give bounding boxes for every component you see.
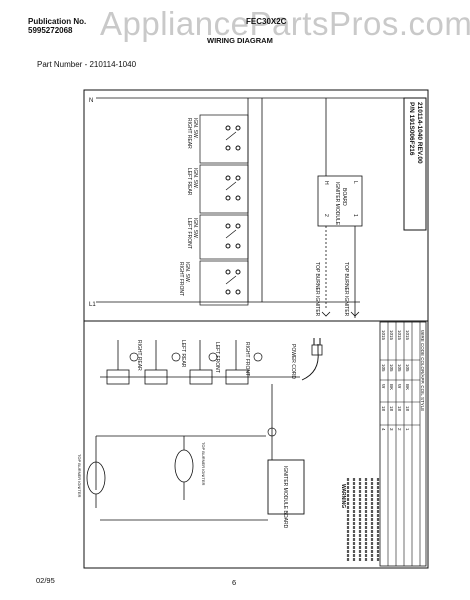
top-burner-igniter-2: TOP BURNER IGNITER <box>343 262 349 317</box>
svg-text:H: H <box>323 181 329 185</box>
sw3-label1: LEFT FRONT <box>186 218 192 249</box>
svg-text:P/N 191S006F216: P/N 191S006F216 <box>408 102 415 156</box>
part-number-box <box>403 97 427 231</box>
svg-text:1015: 1015 <box>405 330 410 341</box>
svg-text:1015: 1015 <box>381 330 386 341</box>
svg-text:18: 18 <box>381 406 386 412</box>
svg-text:105: 105 <box>397 364 402 372</box>
watermark-text: AppliancePartsPros.com <box>100 5 470 42</box>
svg-text:3: 3 <box>389 428 394 431</box>
svg-text:2: 2 <box>323 214 329 217</box>
wire-code-table: WIRE CODE COLOR/APP. COIL STYLE 1015 105… <box>379 321 427 567</box>
svg-text:1: 1 <box>405 428 410 431</box>
svg-text:LEFT REAR: LEFT REAR <box>180 340 186 368</box>
sw4-label2: IGN. SW. <box>184 262 190 283</box>
sw1-label2: IGN. SW. <box>192 118 198 139</box>
svg-text:1: 1 <box>352 214 358 217</box>
sw4-label1: RIGHT FRONT <box>178 262 184 296</box>
ignition-switch-right-front: RIGHT FRONT IGN. SW. <box>178 260 249 306</box>
svg-text:POWER CORD: POWER CORD <box>290 344 296 379</box>
svg-text:18: 18 <box>405 406 410 412</box>
ignition-switch-right-rear: RIGHT REAR IGN. SW. <box>186 114 249 164</box>
top-burner-igniter-1: TOP BURNER IGNITER <box>314 262 320 317</box>
model-number: FEC30X2C <box>246 17 287 26</box>
module-label2: BOARD <box>341 188 347 206</box>
svg-text:W: W <box>397 384 402 389</box>
svg-text:18: 18 <box>397 406 402 412</box>
line-label-l1: L1 <box>89 302 96 308</box>
publication-label: Publication No. <box>28 17 87 26</box>
sw1-label1: RIGHT REAR <box>186 118 192 149</box>
publication-number: 5995272068 <box>28 26 73 35</box>
svg-text:BK: BK <box>405 384 410 390</box>
part-number: Part Number - 210114-1040 <box>37 60 137 69</box>
svg-text:4: 4 <box>381 428 386 431</box>
svg-text:LEFT FRONT: LEFT FRONT <box>214 342 220 373</box>
igniter-module-board-lower <box>267 459 305 515</box>
svg-text:RIGHT REAR: RIGHT REAR <box>136 340 142 371</box>
svg-text:1015: 1015 <box>389 330 394 341</box>
power-cord: POWER CORD <box>290 338 323 381</box>
sw2-label2: IGN. SW. <box>192 168 198 189</box>
footer-date: 02/95 <box>36 576 55 585</box>
svg-text:105: 105 <box>405 364 410 372</box>
svg-text:BK: BK <box>389 384 394 390</box>
burner-igniters-lower: TOP BURNER IGNITER TOP BURNER IGNITER <box>77 435 266 508</box>
ignition-switch-left-rear: LEFT REAR IGN. SW. <box>186 164 249 214</box>
svg-text:18: 18 <box>389 406 394 412</box>
svg-text:L: L <box>352 181 358 184</box>
svg-text:1015: 1015 <box>397 330 402 341</box>
module-label1: IGNITER MODULE <box>334 182 340 226</box>
svg-text:105: 105 <box>389 364 394 372</box>
svg-text:105: 105 <box>381 364 386 372</box>
line-label-n: N <box>89 98 93 104</box>
lower-switch-row: RIGHT REAR LEFT REAR LEFT FRONT RIGHT FR… <box>100 340 263 385</box>
page-title: WIRING DIAGRAM <box>207 36 273 45</box>
svg-text:TOP BURNER IGNITER: TOP BURNER IGNITER <box>77 454 82 498</box>
svg-text:RIGHT FRONT: RIGHT FRONT <box>244 342 250 376</box>
sw2-label1: LEFT REAR <box>186 168 192 196</box>
sw3-label2: IGN. SW. <box>192 218 198 239</box>
svg-text:2: 2 <box>397 428 402 431</box>
svg-text:WARNING: WARNING <box>340 484 346 508</box>
warning-block: WARNING <box>340 478 380 562</box>
igniter-module-board-upper: IGNITER MODULE BOARD H 2 L 1 <box>317 175 363 227</box>
footer-page-number: 6 <box>232 578 237 587</box>
svg-text:W: W <box>381 384 386 389</box>
ignition-switch-left-front: LEFT FRONT IGN. SW. <box>186 214 249 260</box>
diagram-frame <box>83 89 429 569</box>
svg-text:TOP BURNER IGNITER: TOP BURNER IGNITER <box>201 442 206 486</box>
svg-text:WIRE CODE COLOR/APP. COIL STYL: WIRE CODE COLOR/APP. COIL STYLE <box>420 330 425 411</box>
svg-text:210114-1040 REV.00: 210114-1040 REV.00 <box>416 102 423 164</box>
svg-text:IGNITER MODULE BOARD: IGNITER MODULE BOARD <box>282 466 288 529</box>
